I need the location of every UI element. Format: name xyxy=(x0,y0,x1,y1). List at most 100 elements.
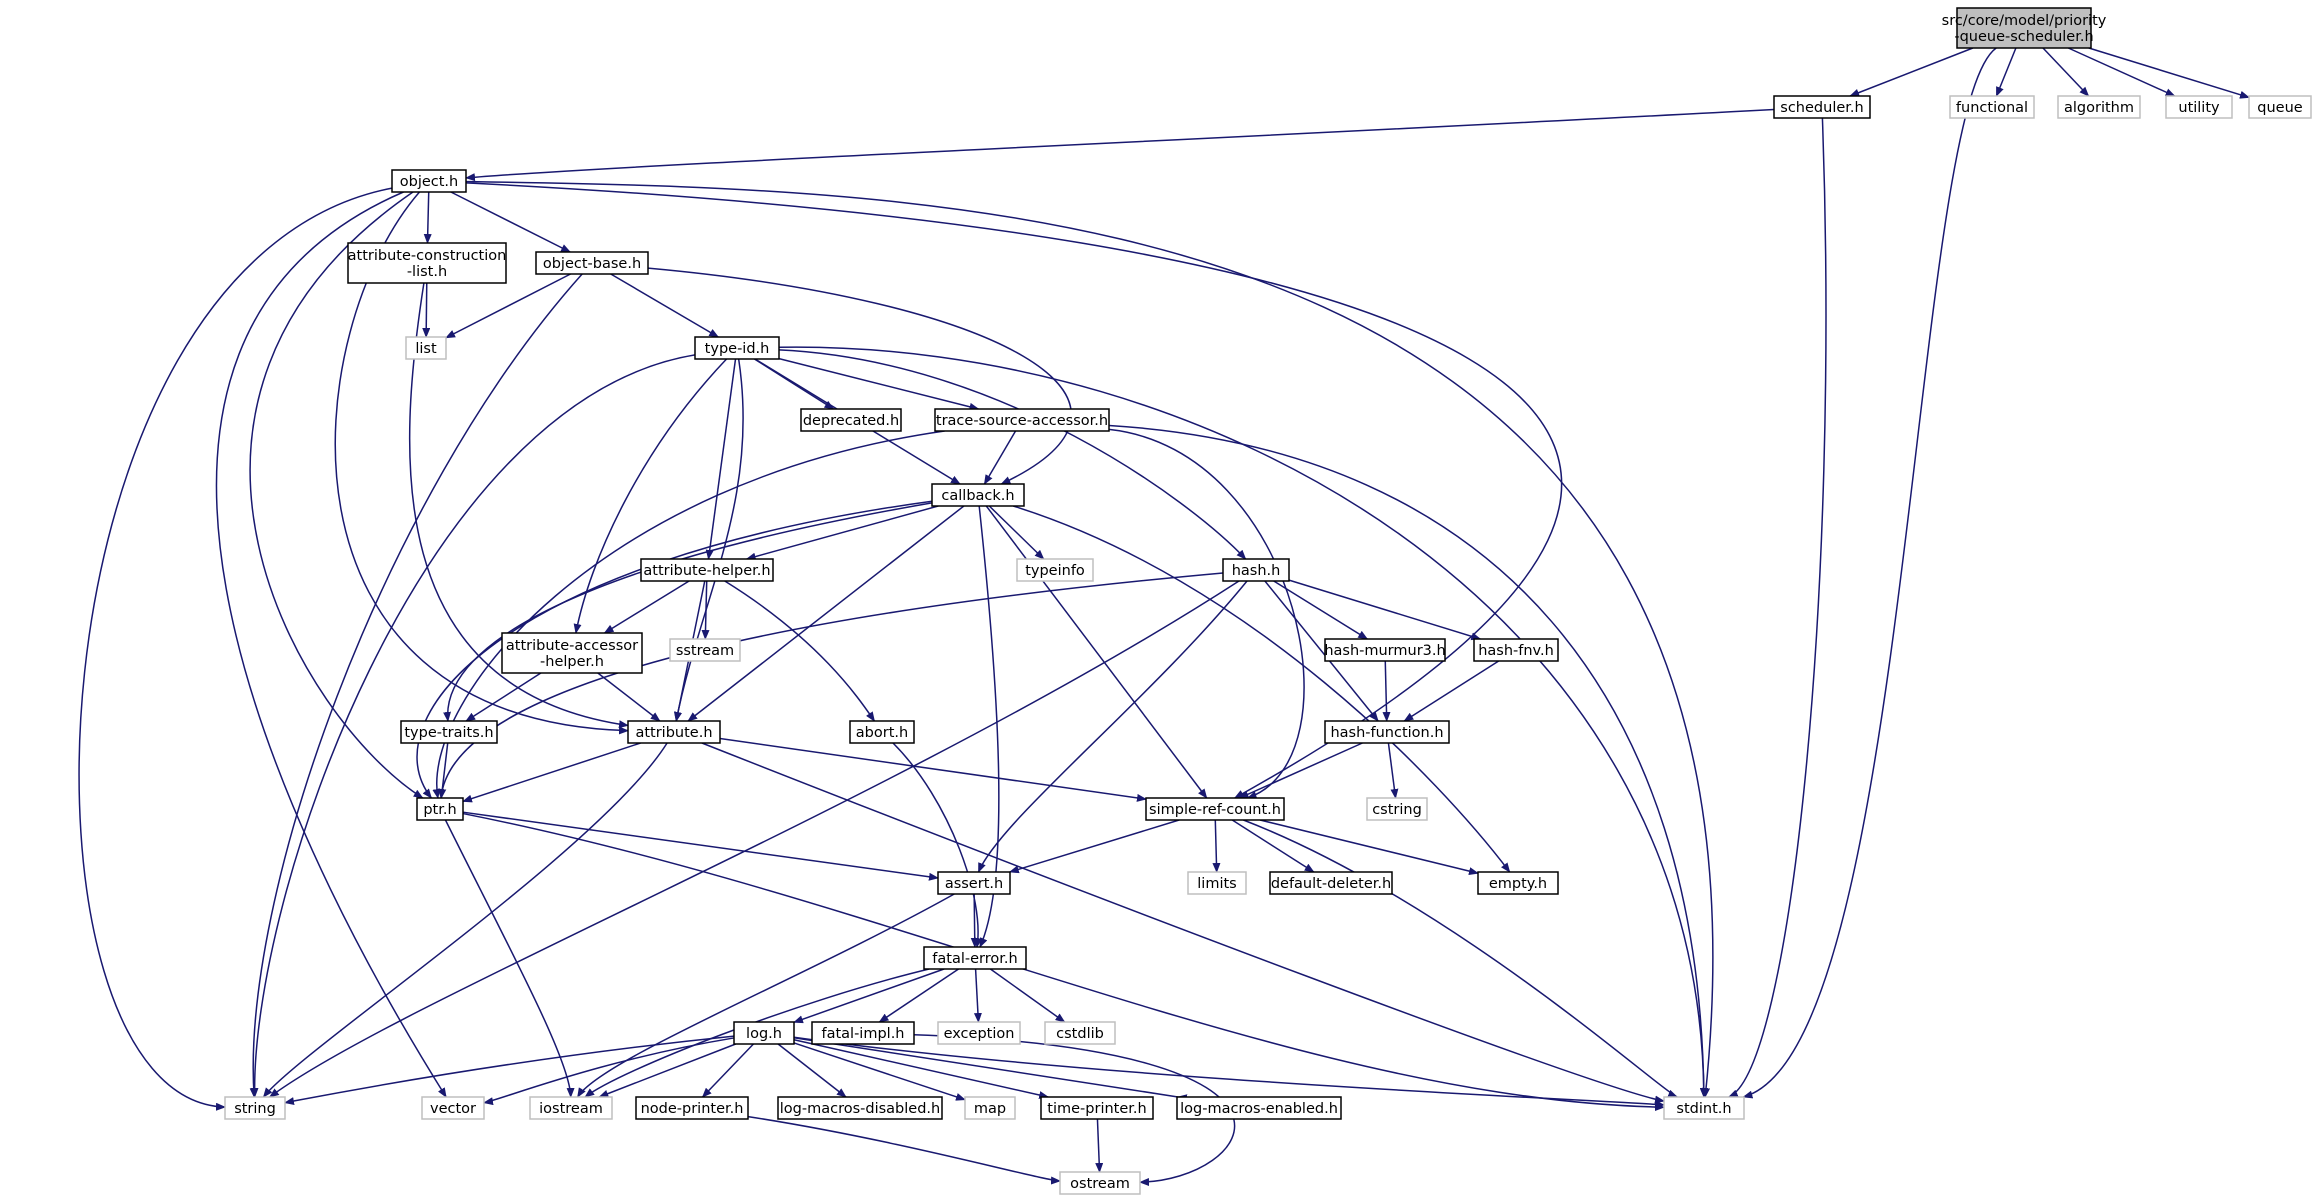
edge-scheduler_h-to-object_h xyxy=(465,108,1775,182)
node-label: attribute-helper.h xyxy=(643,563,770,579)
node-label: hash-function.h xyxy=(1330,725,1443,741)
node-queue: queue xyxy=(2248,95,2312,119)
node-label: scheduler.h xyxy=(1780,100,1863,116)
node-attribute-h[interactable]: attribute.h xyxy=(627,720,721,744)
edge-attr_construction_list_h-to-list xyxy=(422,282,431,338)
node-attribute-accessor-helper-h[interactable]: attribute-accessor-helper.h xyxy=(501,632,643,674)
node-label: algorithm xyxy=(2064,100,2134,116)
edge-object_base_h-to-type_id_h xyxy=(610,273,720,338)
node-label: node-printer.h xyxy=(641,1101,744,1117)
node-box xyxy=(934,408,1110,432)
edge-hash_h-to-hash_fnv_h xyxy=(1288,579,1482,641)
node-scheduler-h[interactable]: scheduler.h xyxy=(1773,95,1871,119)
node-type-id-h[interactable]: type-id.h xyxy=(694,336,780,360)
edge-assert_h-to-iostream xyxy=(577,893,955,1098)
node-label: abort.h xyxy=(856,725,908,741)
node-callback-h[interactable]: callback.h xyxy=(931,483,1025,507)
node-box xyxy=(1324,638,1446,662)
node-log-macros-enabled-h[interactable]: log-macros-enabled.h xyxy=(1176,1096,1342,1120)
node-label: object-base.h xyxy=(543,256,641,272)
node-box xyxy=(1016,558,1094,582)
node-fatal-error-h[interactable]: fatal-error.h xyxy=(923,946,1027,970)
edge-scheduler_h-to-stdint_h xyxy=(1727,117,1827,1098)
edge-object_h-to-object_base_h xyxy=(450,191,572,253)
node-box xyxy=(2248,95,2312,119)
node-box xyxy=(669,638,741,662)
node-box xyxy=(777,1096,943,1120)
node-ptr-h[interactable]: ptr.h xyxy=(416,797,464,821)
node-default-deleter-h[interactable]: default-deleter.h xyxy=(1269,871,1393,895)
node-type-traits-h[interactable]: type-traits.h xyxy=(400,720,498,744)
node-label: limits xyxy=(1197,876,1236,892)
edge-fatal_error_h-to-exception xyxy=(973,968,982,1023)
node-label: simple-ref-count.h xyxy=(1149,802,1281,818)
node-hash-fnv-h[interactable]: hash-fnv.h xyxy=(1473,638,1559,662)
node-box xyxy=(224,1096,286,1120)
node-box xyxy=(937,1021,1021,1045)
node-label: log.h xyxy=(746,1026,782,1042)
node-box xyxy=(1663,1096,1745,1120)
node-object-base-h[interactable]: object-base.h xyxy=(535,251,649,275)
node-time-printer-h[interactable]: time-printer.h xyxy=(1040,1096,1154,1120)
edge-ptr_h-to-stdint_h xyxy=(462,812,1665,1112)
node-simple-ref-count-h[interactable]: simple-ref-count.h xyxy=(1145,797,1285,821)
node-box xyxy=(931,483,1025,507)
node-box xyxy=(811,1021,915,1045)
node-label: fatal-error.h xyxy=(932,951,1017,967)
node-label: log-macros-enabled.h xyxy=(1180,1101,1338,1117)
edge-log_h-to-log_macros_disabled_h xyxy=(777,1043,847,1098)
node-attr-construction-list-h[interactable]: attribute-construction-list.h xyxy=(347,242,507,284)
node-box xyxy=(627,720,721,744)
edge-log_h-to-stdint_h xyxy=(793,1036,1665,1109)
node-label: -helper.h xyxy=(540,654,604,670)
node-label: assert.h xyxy=(945,876,1003,892)
edge-root-to-stdint_h xyxy=(1742,47,1997,1099)
node-empty-h[interactable]: empty.h xyxy=(1477,871,1559,895)
node-label: -list.h xyxy=(407,264,447,280)
node-utility: utility xyxy=(2165,95,2233,119)
node-label: hash-fnv.h xyxy=(1478,643,1554,659)
edge-simple_ref_count_h-to-default_deleter_h xyxy=(1231,819,1315,873)
edge-object_base_h-to-string xyxy=(249,273,583,1098)
edge-root-to-utility xyxy=(2067,47,2176,97)
node-object-h[interactable]: object.h xyxy=(391,169,467,193)
node-assert-h[interactable]: assert.h xyxy=(937,871,1011,895)
node-box xyxy=(1059,1171,1141,1195)
edge-object_base_h-to-list xyxy=(445,273,571,339)
edge-fatal_error_h-to-iostream xyxy=(584,968,930,1098)
node-box xyxy=(2057,95,2141,119)
node-box xyxy=(2165,95,2233,119)
node-box xyxy=(964,1096,1016,1120)
node-box xyxy=(849,720,915,744)
node-label: hash-murmur3.h xyxy=(1324,643,1445,659)
node-fatal-impl-h[interactable]: fatal-impl.h xyxy=(811,1021,915,1045)
edge-type_id_h-to-attribute_helper_h xyxy=(705,358,737,560)
edge-attribute_h-to-simple_ref_count_h xyxy=(719,737,1147,802)
node-label: object.h xyxy=(400,174,458,190)
node-box xyxy=(405,336,447,360)
edge-type_id_h-to-stdint_h xyxy=(778,346,1708,1098)
node-hash-function-h[interactable]: hash-function.h xyxy=(1324,720,1450,744)
node-deprecated-h[interactable]: deprecated.h xyxy=(800,408,902,432)
node-box xyxy=(529,1096,613,1120)
node-log-macros-disabled-h[interactable]: log-macros-disabled.h xyxy=(777,1096,943,1120)
edge-node_printer_h-to-ostream xyxy=(747,1115,1061,1185)
node-trace-source-accessor-h[interactable]: trace-source-accessor.h xyxy=(934,408,1110,432)
node-hash-h[interactable]: hash.h xyxy=(1222,558,1290,582)
node-label: map xyxy=(974,1101,1006,1117)
node-string: string xyxy=(224,1096,286,1120)
edge-log_h-to-map xyxy=(793,1042,966,1101)
node-label: default-deleter.h xyxy=(1271,876,1391,892)
node-box xyxy=(1773,95,1871,119)
node-box xyxy=(733,1021,795,1045)
node-node-printer-h[interactable]: node-printer.h xyxy=(635,1096,749,1120)
node-attribute-helper-h[interactable]: attribute-helper.h xyxy=(640,558,774,582)
node-box xyxy=(1473,638,1559,662)
node-map: map xyxy=(964,1096,1016,1120)
node-hash-murmur3-h[interactable]: hash-murmur3.h xyxy=(1324,638,1446,662)
node-log-h[interactable]: log.h xyxy=(733,1021,795,1045)
node-abort-h[interactable]: abort.h xyxy=(849,720,915,744)
node-label: ostream xyxy=(1070,1176,1130,1192)
node-root[interactable]: src/core/model/priority-queue-scheduler.… xyxy=(1942,7,2107,49)
